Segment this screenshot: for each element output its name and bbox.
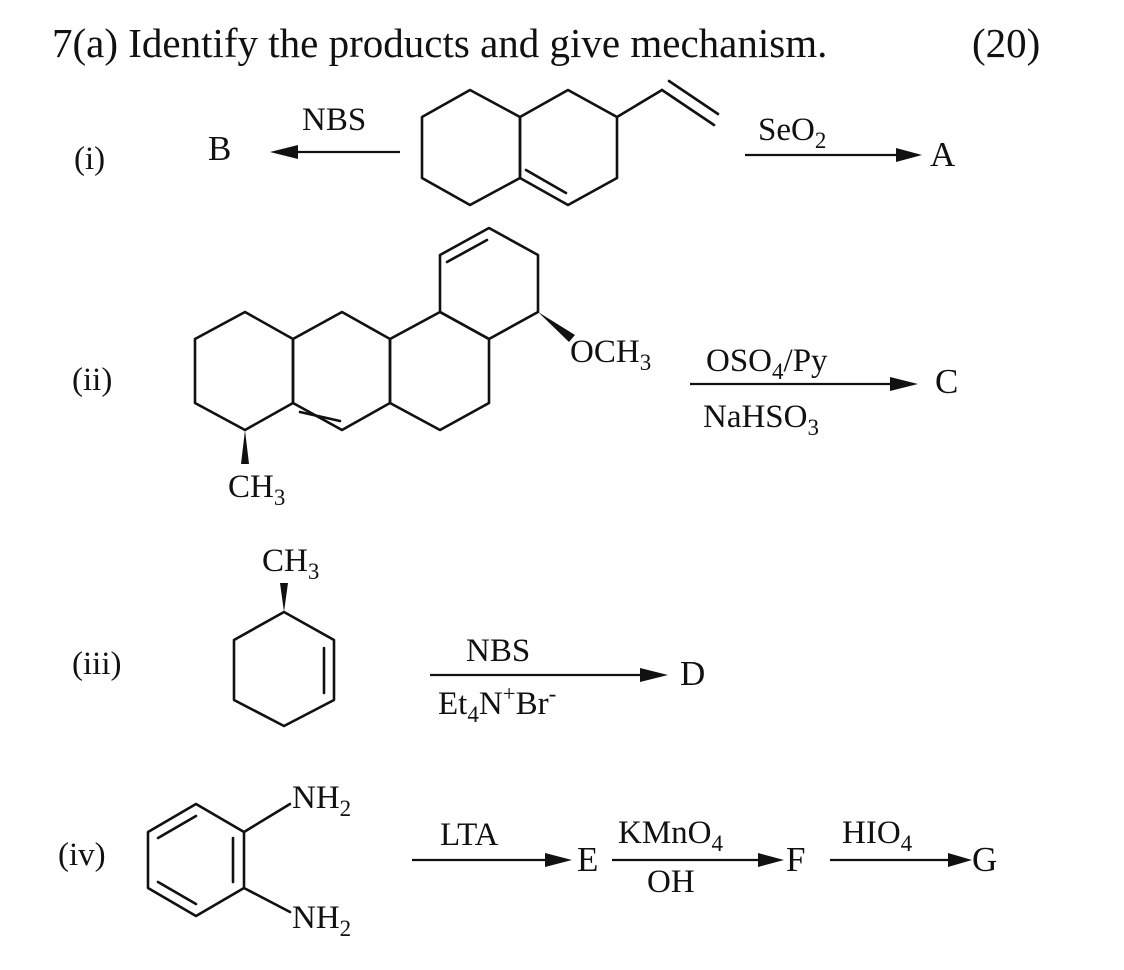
methoxy-wedge-bond — [538, 312, 575, 342]
benzene-inner-bond-1 — [156, 814, 198, 840]
part-ii: (ii) OCH3 CH3 OSO4/Py NaHSO3 C — [72, 226, 958, 510]
arrow-to-f-head — [758, 853, 784, 867]
part-label-ii: (ii) — [72, 362, 112, 398]
amine-bond-top — [242, 802, 292, 834]
product-c: C — [935, 362, 958, 401]
product-a: A — [930, 135, 956, 174]
reagent-oh: OH — [647, 864, 695, 900]
vinyl-bond-1 — [615, 88, 664, 119]
substituent-ch3-iii: CH3 — [262, 543, 319, 584]
octahydronaphthalene-vinyl-structure — [420, 79, 720, 207]
product-f: F — [786, 840, 805, 879]
product-d: D — [680, 654, 705, 693]
reagent-nahso3: NaHSO3 — [703, 399, 819, 440]
reagent-oso4-py: OSO4/Py — [706, 343, 828, 384]
ring-ab-double-bond — [298, 410, 342, 423]
arrow-to-g-head — [948, 853, 972, 867]
product-e: E — [577, 840, 598, 879]
arrow-to-d-head — [640, 668, 668, 682]
reagent-hio4: HIO4 — [842, 815, 913, 856]
question-title: 7(a) Identify the products and give mech… — [52, 20, 827, 66]
part-i: (i) NBS B SeO2 A — [74, 79, 956, 207]
ring-d-double-bond — [445, 238, 489, 264]
methylcyclohexene-structure — [232, 583, 336, 728]
benzene-inner-bond-3 — [156, 880, 198, 906]
amine-bond-bottom — [242, 886, 292, 914]
arrow-to-a-head — [896, 148, 922, 162]
part-label-iv: (iv) — [58, 837, 106, 873]
reagent-nbs-iii: NBS — [466, 633, 530, 669]
arrow-to-c-head — [890, 377, 918, 391]
ring-d — [438, 226, 540, 341]
product-g: G — [972, 840, 997, 879]
vinyl-bond-2 — [660, 88, 716, 127]
substituent-nh2-bottom: NH2 — [292, 900, 351, 941]
ring-a — [193, 310, 295, 432]
substituent-ch3-ii: CH3 — [228, 469, 285, 510]
reagent-lta: LTA — [440, 817, 499, 853]
substituent-nh2-top: NH2 — [292, 780, 351, 821]
methyl-wedge-iii — [280, 583, 288, 612]
methyl-wedge-bond — [241, 430, 249, 464]
cyclohexene-ring — [232, 610, 336, 728]
arrow-to-b-head — [270, 145, 298, 159]
reagent-et4nbr: Et4N+Br- — [438, 681, 556, 727]
benzene-ring — [146, 802, 246, 918]
product-b: B — [208, 129, 231, 168]
o-phenylenediamine-structure — [146, 802, 292, 918]
reagent-seo2: SeO2 — [758, 112, 826, 153]
reagent-kmno4: KMnO4 — [618, 815, 724, 856]
part-iv: (iv) NH2 NH2 LTA E KMnO4 OH F HIO4 G — [58, 780, 997, 941]
vinyl-double-bond — [667, 79, 720, 116]
part-label-i: (i) — [74, 141, 105, 177]
tetracyclic-steroid-structure — [193, 226, 575, 464]
part-iii: (iii) CH3 NBS Et4N+Br- D — [72, 543, 705, 728]
left-ring — [420, 88, 522, 207]
reagent-nbs-i: NBS — [302, 102, 366, 138]
part-label-iii: (iii) — [72, 646, 121, 682]
question-marks: (20) — [972, 20, 1040, 66]
substituent-och3: OCH3 — [570, 334, 651, 375]
arrow-to-e-head — [545, 853, 572, 867]
right-ring — [518, 88, 619, 207]
ring-double-bond — [524, 168, 568, 195]
ring-b — [291, 310, 392, 432]
